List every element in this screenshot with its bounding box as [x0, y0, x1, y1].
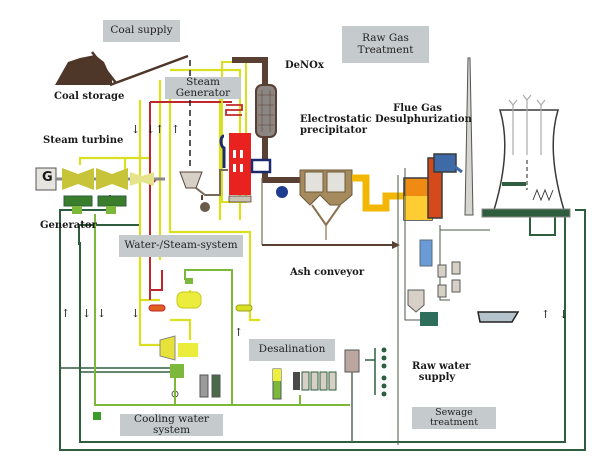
- steam-generator-box: Steam Generator: [165, 76, 241, 99]
- cooling-tower: [481, 94, 571, 218]
- coal-storage-pile: [55, 51, 189, 87]
- ash-conveyor-label: Ash conveyor: [290, 267, 365, 278]
- cooling-water-system-box: Cooling water system: [120, 413, 223, 436]
- fgd-label-line1: Flue Gas: [393, 103, 442, 114]
- denox-unit: [232, 57, 300, 245]
- flow-arrow-up: ↑: [61, 307, 71, 320]
- steam-turbine-set: [35, 167, 165, 214]
- coal-supply-box: Coal supply: [103, 20, 180, 42]
- flow-arrow-up: ↑: [155, 123, 165, 136]
- flow-arrow-down: ↓: [131, 123, 141, 136]
- flow-arrow-down: ↓: [146, 123, 156, 136]
- fgd-label-line2: Desulphurization: [375, 113, 472, 125]
- flow-arrow-down: ↓: [97, 307, 107, 320]
- steam-turbine-label: Steam turbine: [43, 135, 124, 146]
- generator-symbol: G: [42, 170, 53, 185]
- raw-gas-treatment-box: Raw Gas Treatment: [342, 26, 429, 63]
- water-lines: [94, 214, 350, 406]
- chimney-stack: [464, 57, 474, 216]
- denox-label: DeNOx: [285, 60, 324, 71]
- sewage-treatment-box: Sewage treatment: [412, 407, 496, 429]
- ash-conveyor: [262, 241, 400, 249]
- coal-mill: [179, 60, 228, 212]
- flow-arrow-down: ↓: [131, 307, 141, 320]
- desalination-units: [199, 347, 387, 442]
- esp-label-line1: Electrostatic: [300, 114, 372, 125]
- raw-water-supply-label: Raw water supply: [412, 361, 471, 383]
- coal-storage-label: Coal storage: [54, 91, 125, 102]
- water-steam-system-box: Water-/Steam-system: [119, 235, 243, 257]
- flue-gas-desulphurization-label: Flue Gas Desulphurization: [375, 103, 472, 125]
- water-steam-components: [148, 278, 253, 398]
- flue-gas-duct: [352, 174, 420, 212]
- desalination-box: Desalination: [249, 339, 335, 361]
- raw-water-line2: supply: [418, 371, 456, 383]
- flow-arrow-up: ↑: [541, 308, 551, 321]
- raw-water-line1: Raw water: [412, 361, 471, 372]
- flow-arrow-up: ↑: [234, 326, 244, 339]
- flow-arrow-up: ↑: [171, 123, 181, 136]
- flow-arrow-down: ↓: [82, 307, 92, 320]
- esp-label-line2: precipitator: [300, 124, 367, 136]
- generator-label: Generator: [40, 220, 97, 231]
- flue-gas-desulphurization-unit: [397, 153, 520, 445]
- electrostatic-precipitator-label: Electrostatic precipitator: [300, 114, 372, 136]
- steam-generator-boiler: [219, 61, 252, 203]
- electrostatic-precipitator: [299, 169, 353, 240]
- flow-arrow-down: ↓: [559, 308, 569, 321]
- cooling-pump: [93, 412, 101, 420]
